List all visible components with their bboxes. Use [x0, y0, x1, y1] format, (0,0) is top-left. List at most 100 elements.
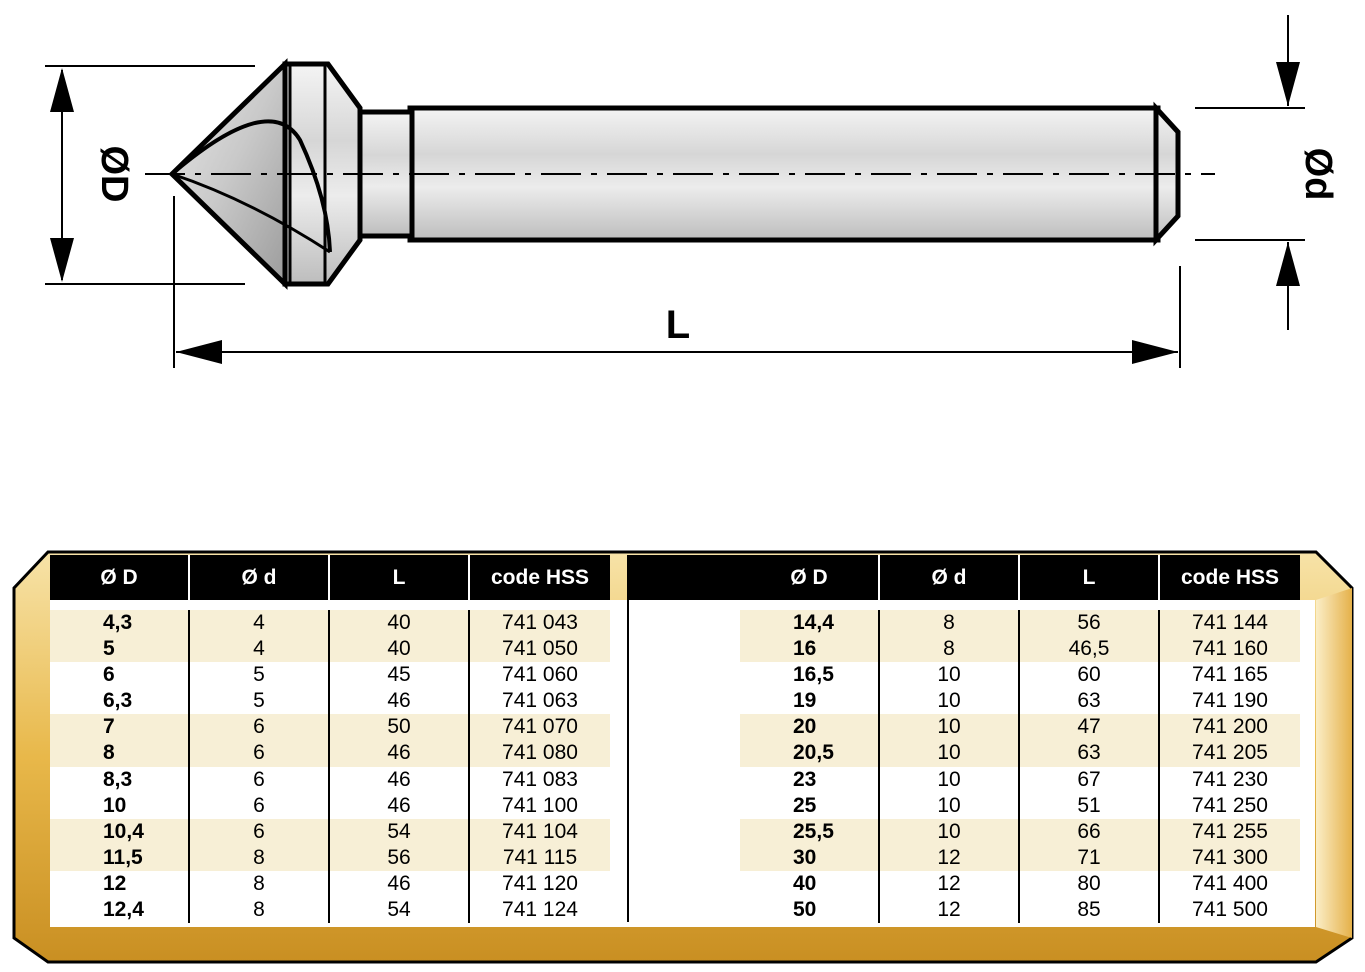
cell-code: 741 083 [502, 767, 578, 791]
cell-code: 741 050 [502, 637, 578, 661]
cell-diameter-D: 11,5 [50, 844, 190, 871]
cell-length: 46 [330, 740, 470, 767]
cell-diameter-D: 25 [740, 792, 880, 819]
cell-diameter-d: 10 [880, 792, 1020, 819]
cell-diameter-d: 5 [190, 688, 330, 715]
cell-diameter-D: 8,3 [50, 766, 190, 793]
header-diameter-d: Ø d [880, 555, 1020, 600]
cell-diameter-d: 10 [880, 662, 1020, 689]
cell-code: 741 043 [502, 611, 578, 634]
cell-length: 51 [1020, 792, 1160, 819]
cell-diameter-D: 5 [50, 636, 190, 663]
cell-diameter-D: 7 [50, 714, 190, 741]
cell-length: 46 [330, 792, 470, 819]
arrow-left-icon [176, 340, 222, 364]
cell-diameter-D: 50 [740, 897, 880, 924]
cell-diameter-d: 6 [190, 714, 330, 741]
cell-length: 56 [330, 844, 470, 871]
arrow-down-icon [50, 238, 74, 282]
cell-diameter-d: 4 [190, 636, 330, 663]
cell-diameter-D: 12,4 [50, 897, 190, 924]
cell-code: 741 063 [502, 689, 578, 713]
cell-diameter-d: 12 [880, 870, 1020, 898]
cell-code: 741 300 [1192, 845, 1268, 869]
arrow-right-icon [1132, 340, 1178, 364]
cell-diameter-d: 10 [880, 714, 1020, 741]
cell-code: 741 200 [1192, 715, 1268, 739]
arrow-up-icon [50, 68, 74, 112]
cell-diameter-D: 12 [50, 870, 190, 898]
cell-length: 60 [1020, 662, 1160, 689]
cell-code: 741 115 [502, 845, 578, 869]
countersink-drawing: ØD Ød L [45, 15, 1339, 368]
label-diameter-d: Ød [1297, 148, 1339, 201]
cell-length: 46 [330, 870, 470, 898]
cell-length: 46 [330, 766, 470, 793]
cell-diameter-d: 8 [190, 844, 330, 871]
cell-diameter-d: 6 [190, 766, 330, 793]
cell-diameter-d: 10 [880, 766, 1020, 793]
cell-code: 741 060 [502, 663, 578, 687]
header-diameter-D: Ø D [740, 555, 880, 600]
cell-diameter-d: 10 [880, 740, 1020, 767]
cell-diameter-D: 30 [740, 844, 880, 871]
cell-diameter-d: 8 [880, 610, 1020, 637]
cell-length: 80 [1020, 870, 1160, 898]
cell-code: 741 165 [1192, 663, 1268, 687]
cell-diameter-d: 8 [880, 636, 1020, 663]
cell-diameter-D: 8 [50, 740, 190, 767]
cell-length: 45 [330, 662, 470, 689]
cell-diameter-d: 10 [880, 688, 1020, 715]
cell-length: 40 [330, 610, 470, 637]
cell-diameter-d: 6 [190, 792, 330, 819]
cell-diameter-d: 6 [190, 740, 330, 767]
label-diameter-D: ØD [93, 146, 135, 203]
cell-length: 47 [1020, 714, 1160, 741]
cell-code: 741 400 [1192, 871, 1268, 895]
cell-code: 741 100 [502, 793, 578, 817]
cell-diameter-D: 16,5 [740, 662, 880, 689]
cell-length: 71 [1020, 844, 1160, 871]
cell-code: 741 070 [502, 715, 578, 739]
cell-code: 741 124 [502, 898, 578, 922]
cell-length: 46,5 [1020, 636, 1160, 663]
cell-diameter-d: 5 [190, 662, 330, 689]
cell-length: 56 [1020, 610, 1160, 637]
cell-diameter-d: 12 [880, 844, 1020, 871]
cell-code: 741 250 [1192, 793, 1268, 817]
cell-diameter-D: 10,4 [50, 818, 190, 845]
arrow-up-icon [1276, 242, 1300, 286]
cell-code: 741 080 [502, 741, 578, 765]
cell-length: 46 [330, 688, 470, 715]
cell-diameter-d: 4 [190, 610, 330, 637]
cell-diameter-d: 6 [190, 818, 330, 845]
cell-diameter-D: 4,3 [50, 610, 190, 637]
cell-code: 741 205 [1192, 741, 1268, 765]
header-diameter-D: Ø D [50, 555, 190, 600]
cell-code: 741 160 [1192, 637, 1268, 661]
arrow-down-icon [1276, 62, 1300, 106]
cell-diameter-D: 14,4 [740, 610, 880, 637]
cell-length: 40 [330, 636, 470, 663]
